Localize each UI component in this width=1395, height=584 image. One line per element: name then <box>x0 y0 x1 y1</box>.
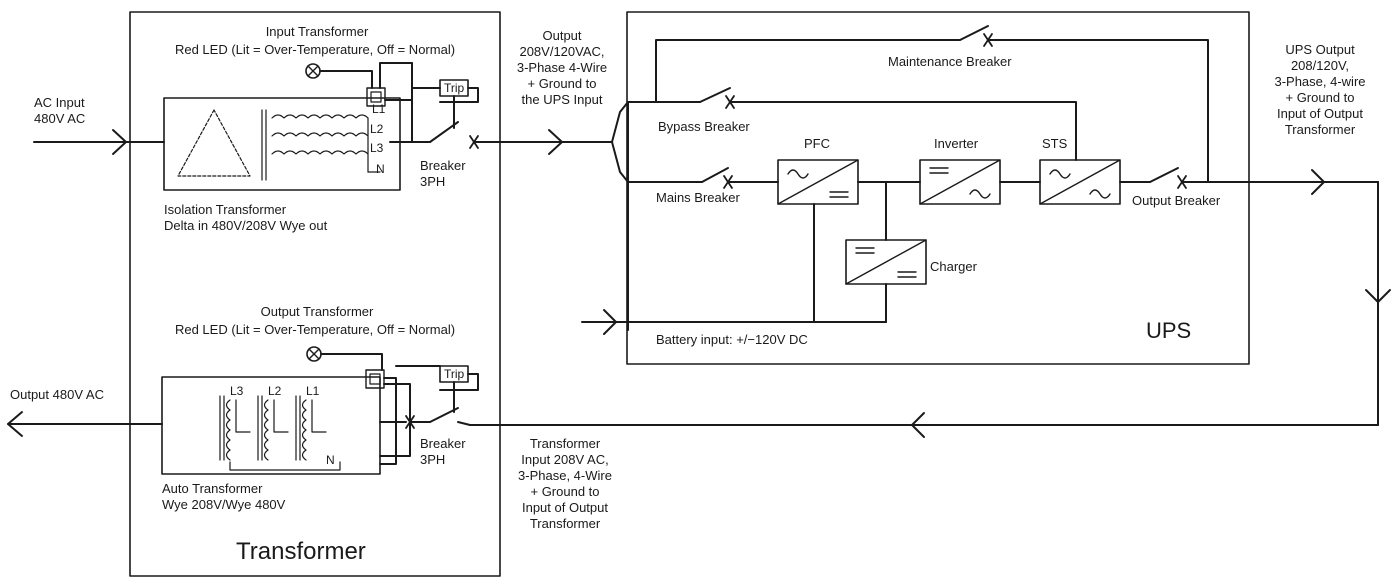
auto-transformer-label: Auto Transformer Wye 208V/Wye 480V <box>162 481 285 513</box>
transformer-input-line-4: + Ground to <box>530 484 600 499</box>
output-480-arrow <box>7 411 23 437</box>
battery-input-label: Battery input: +/−120V DC <box>656 332 808 347</box>
output-to-ups-line-5: the UPS Input <box>521 92 603 107</box>
ups-input-bus <box>611 101 657 143</box>
trip-label-top: Trip <box>444 81 465 95</box>
ups-output-line-6: Transformer <box>1284 122 1356 137</box>
ups-output-line-4: + Ground to <box>1285 90 1355 105</box>
output-transformer-title: Output Transformer <box>260 304 374 319</box>
output-to-ups-line-2: 208V/120VAC, <box>519 44 605 59</box>
breaker-label-top: Breaker 3PH <box>420 158 466 190</box>
transformer-input-line-6: Transformer <box>529 516 601 531</box>
transformer-box-label: Transformer <box>236 538 366 565</box>
ups-output-line-1: UPS Output <box>1285 42 1355 57</box>
wye-coil-3 <box>271 150 369 155</box>
output-480-label: Output 480V AC <box>10 387 104 402</box>
bypass-breaker-label: Bypass Breaker <box>658 119 750 134</box>
input-transformer-title: Input Transformer <box>265 24 369 39</box>
maintenance-line <box>655 39 961 103</box>
breaker-bottom-line-1: Breaker <box>420 436 466 451</box>
breaker-top-line-2: 3PH <box>420 174 446 189</box>
mains-breaker-label: Mains Breaker <box>656 190 740 205</box>
ups-output-arrow <box>1311 169 1325 195</box>
output-to-ups-line-1: Output <box>542 28 582 43</box>
phase-label-l1-top: L1 <box>372 102 386 116</box>
maintenance-breaker-label: Maintenance Breaker <box>888 54 1012 69</box>
auto-coil-3 <box>301 399 307 461</box>
breaker-top-line-1: Breaker <box>420 158 466 173</box>
ups-label: UPS <box>1146 318 1192 343</box>
transformer-input-line-1: Transformer <box>529 436 601 451</box>
output-to-ups-line-4: + Ground to <box>527 76 597 91</box>
transformer-input-line-2: Input 208V AC, <box>521 452 609 467</box>
isolation-transformer-label: Isolation Transformer Delta in 480V/208V… <box>164 202 327 234</box>
breaker-label-bottom: Breaker 3PH <box>420 436 466 468</box>
isolation-line-2: Delta in 480V/208V Wye out <box>164 218 328 233</box>
battery-input-arrow <box>603 309 617 335</box>
auto-line-1: Auto Transformer <box>162 481 263 496</box>
pfc-label: PFC <box>804 136 830 151</box>
maintenance-breaker-switch <box>959 25 989 41</box>
return-left-arrow <box>911 412 925 438</box>
input-thermal-switch <box>366 87 386 107</box>
output-to-ups-label: Output 208V/120VAC, 3-Phase 4-Wire + Gro… <box>500 28 624 108</box>
ups-output-line-2: 208/120V, <box>1290 58 1350 73</box>
output-led-description: Red LED (Lit = Over-Temperature, Off = N… <box>174 322 456 337</box>
bypass-breaker-switch <box>699 87 731 103</box>
charger-label: Charger <box>930 259 977 274</box>
delta-winding-icon <box>177 109 251 177</box>
auto-coil-2 <box>263 399 269 461</box>
input-led-description: Red LED (Lit = Over-Temperature, Off = N… <box>174 42 456 57</box>
wye-coil-1 <box>271 114 369 119</box>
ac-input-line-2: 480V AC <box>34 111 86 126</box>
ac-input-arrow <box>112 129 127 155</box>
transformer-input-line-3: 3-Phase, 4-Wire <box>518 468 612 483</box>
phase-label-n-top: N <box>376 162 385 176</box>
return-down-arrow <box>1365 289 1391 303</box>
output-thermal-switch <box>365 369 385 389</box>
ups-output-label: UPS Output 208/120V, 3-Phase, 4-wire + G… <box>1252 42 1388 138</box>
output-to-ups-line-3: 3-Phase 4-Wire <box>516 60 608 75</box>
isolation-line-1: Isolation Transformer <box>164 202 287 217</box>
transformer-input-label: Transformer Input 208V AC, 3-Phase, 4-Wi… <box>500 436 630 532</box>
breaker-bottom-line-2: 3PH <box>420 452 446 467</box>
output-breaker-label: Output Breaker <box>1132 193 1221 208</box>
wye-coil-2 <box>271 132 369 137</box>
auto-line-2: Wye 208V/Wye 480V <box>162 497 286 512</box>
phase-label-l1-bottom: L1 <box>306 384 320 398</box>
mains-breaker-switch <box>701 167 729 183</box>
phase-label-l2-bottom: L2 <box>268 384 282 398</box>
phase-label-l2-top: L2 <box>370 122 384 136</box>
sts-label: STS <box>1042 136 1068 151</box>
inverter-label: Inverter <box>934 136 979 151</box>
input-to-ups-arrow <box>548 129 563 155</box>
ac-input-label: AC Input 480V AC <box>34 95 85 127</box>
transformer-input-line-5: Input of Output <box>521 500 608 515</box>
output-breaker-switch <box>429 407 459 423</box>
phase-label-l3-bottom: L3 <box>230 384 244 398</box>
transformer-box <box>129 11 501 577</box>
isolation-transformer-box <box>163 97 401 191</box>
ac-input-line-1: AC Input <box>34 95 85 110</box>
phase-label-n-bottom: N <box>326 453 335 467</box>
ups-output-line-5: Input of Output <box>1276 106 1363 121</box>
phase-label-l3-top: L3 <box>370 141 384 155</box>
trip-label-bottom: Trip <box>444 367 465 381</box>
ups-output-line-3: 3-Phase, 4-wire <box>1274 74 1366 89</box>
output-breaker-switch <box>1149 167 1179 183</box>
auto-coil-1 <box>225 399 231 461</box>
auto-transformer-box <box>161 376 381 475</box>
